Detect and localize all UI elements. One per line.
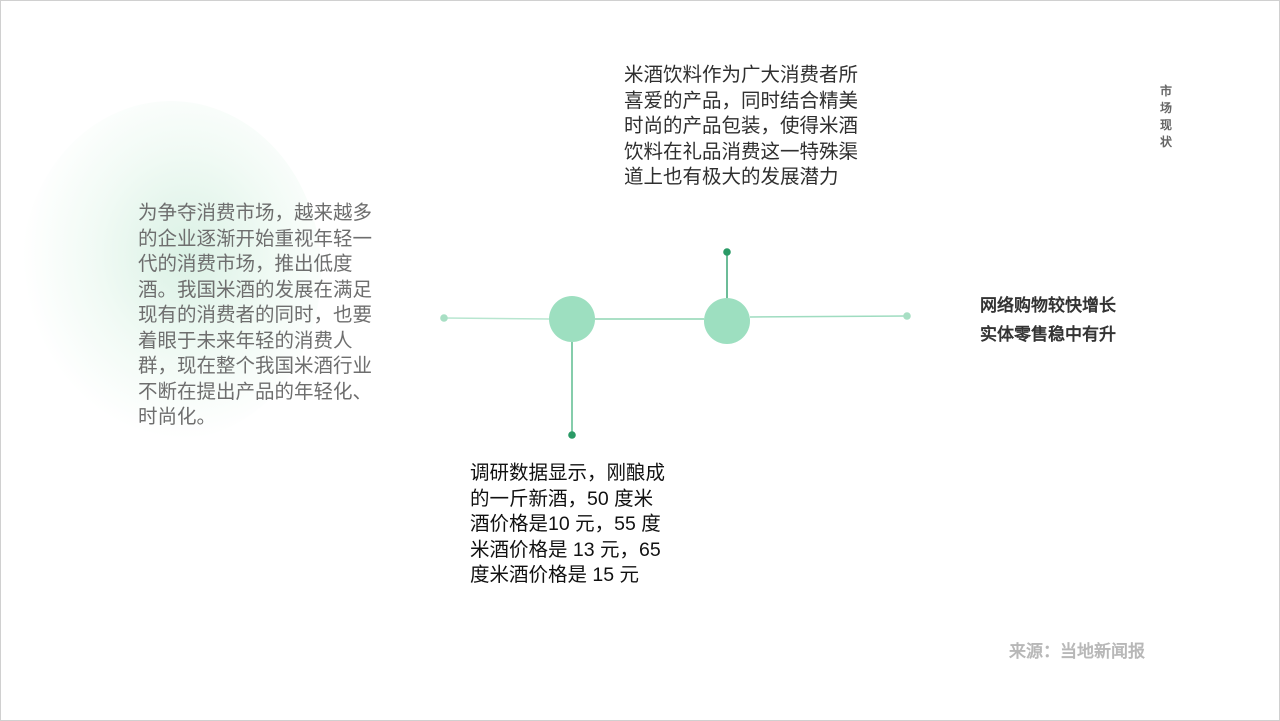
- bottom-paragraph: 调研数据显示，刚酿成的一斤新酒，50 度米酒价格是10 元，55 度米酒价格是 …: [470, 462, 666, 586]
- right-line-2: 实体零售稳中有升: [980, 325, 1116, 345]
- node-circle-2: [704, 298, 750, 344]
- left-paragraph: 为争夺消费市场，越来越多的企业逐渐开始重视年轻一代的消费市场，推出低度酒。我国米…: [138, 201, 373, 428]
- end-dot-left: [440, 314, 448, 322]
- right-line-1: 网络购物较快增长: [980, 296, 1116, 316]
- end-dot-right: [903, 312, 911, 320]
- background-glow: [21, 101, 321, 441]
- section-title: 市场现状: [1159, 84, 1172, 149]
- connector-right: [749, 315, 908, 318]
- right-highlight: 网络购物较快增长 实体零售稳中有升: [980, 292, 1180, 350]
- source-note: 来源：当地新闻报: [1009, 642, 1145, 662]
- top-paragraph: 米酒饮料作为广大消费者所喜爱的产品，同时结合精美时尚的产品包装，使得米酒饮料在礼…: [624, 63, 859, 188]
- end-dot-top: [723, 248, 731, 256]
- node-circle-1: [549, 296, 595, 342]
- connector-left: [443, 317, 550, 320]
- end-dot-bottom: [568, 431, 576, 439]
